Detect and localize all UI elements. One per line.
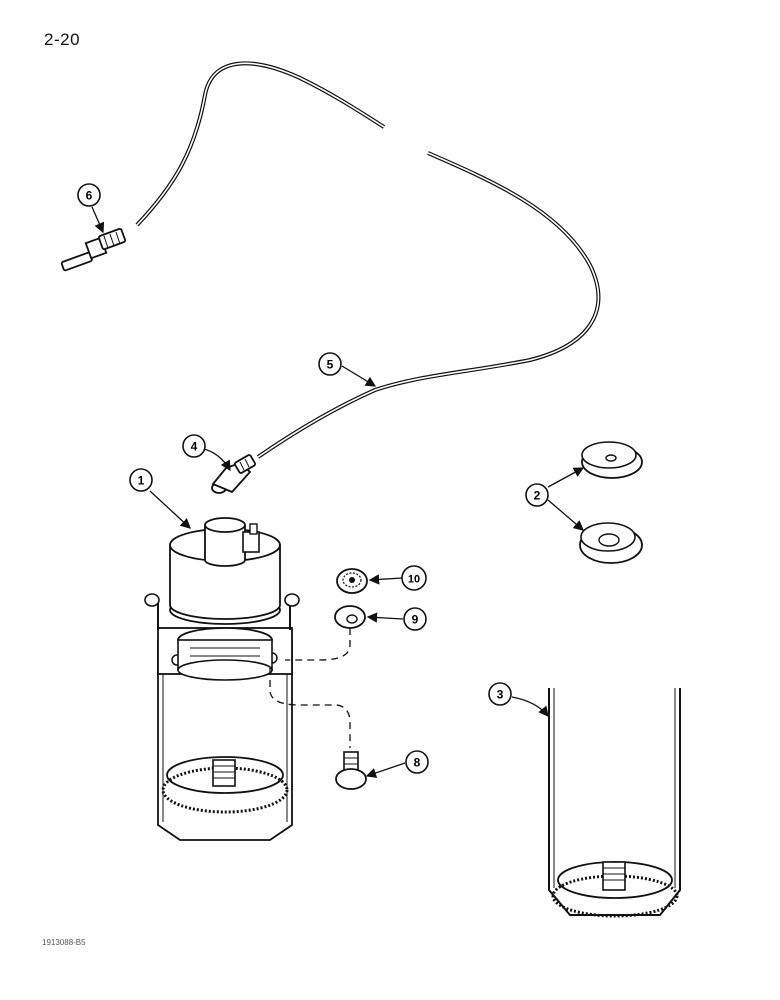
leader-4 [203, 448, 231, 472]
callout-4: 4 [182, 434, 206, 458]
alignment-line-upper [285, 628, 351, 661]
svg-text:10: 10 [408, 574, 420, 586]
callout-8: 8 [405, 750, 429, 774]
callout-2: 2 [525, 483, 549, 507]
callout-1: 1 [129, 468, 153, 492]
leader-5 [341, 365, 377, 387]
cap-nut [336, 568, 368, 594]
tube-lower-segment [256, 151, 601, 459]
alignment-line-lower [269, 668, 351, 748]
mounting-bolt [335, 751, 367, 790]
callout-10: 10 [401, 565, 427, 591]
leader-9 [366, 612, 404, 623]
elbow-fitting [211, 454, 256, 494]
filter-bowl-guard [548, 688, 681, 918]
leader-2b [547, 499, 584, 531]
figure-code: 1913088-B5 [42, 938, 86, 947]
leader-3 [511, 696, 549, 718]
callout-3: 3 [488, 682, 512, 706]
leader-10 [368, 574, 403, 585]
callout-5: 5 [318, 352, 342, 376]
svg-text:5: 5 [327, 358, 334, 372]
svg-text:8: 8 [414, 756, 421, 770]
grommet-upper [581, 441, 643, 479]
svg-text:4: 4 [191, 440, 198, 454]
page-number: 2-20 [44, 30, 81, 49]
callout-9: 9 [403, 607, 427, 631]
fuel-filter-assembly [144, 517, 300, 841]
temperature-sender-fitting [60, 227, 127, 272]
leader-6 [91, 206, 105, 234]
svg-text:3: 3 [497, 688, 504, 702]
svg-text:1: 1 [138, 474, 145, 488]
grommet-lower [579, 522, 643, 564]
leader-1 [149, 490, 191, 529]
svg-text:2: 2 [534, 489, 541, 503]
callout-6: 6 [77, 183, 101, 207]
washer [334, 605, 366, 629]
leader-8 [365, 762, 406, 778]
svg-text:6: 6 [86, 189, 93, 203]
tube-upper-segment [135, 61, 386, 227]
leader-2a [547, 467, 585, 488]
svg-text:9: 9 [412, 613, 419, 627]
